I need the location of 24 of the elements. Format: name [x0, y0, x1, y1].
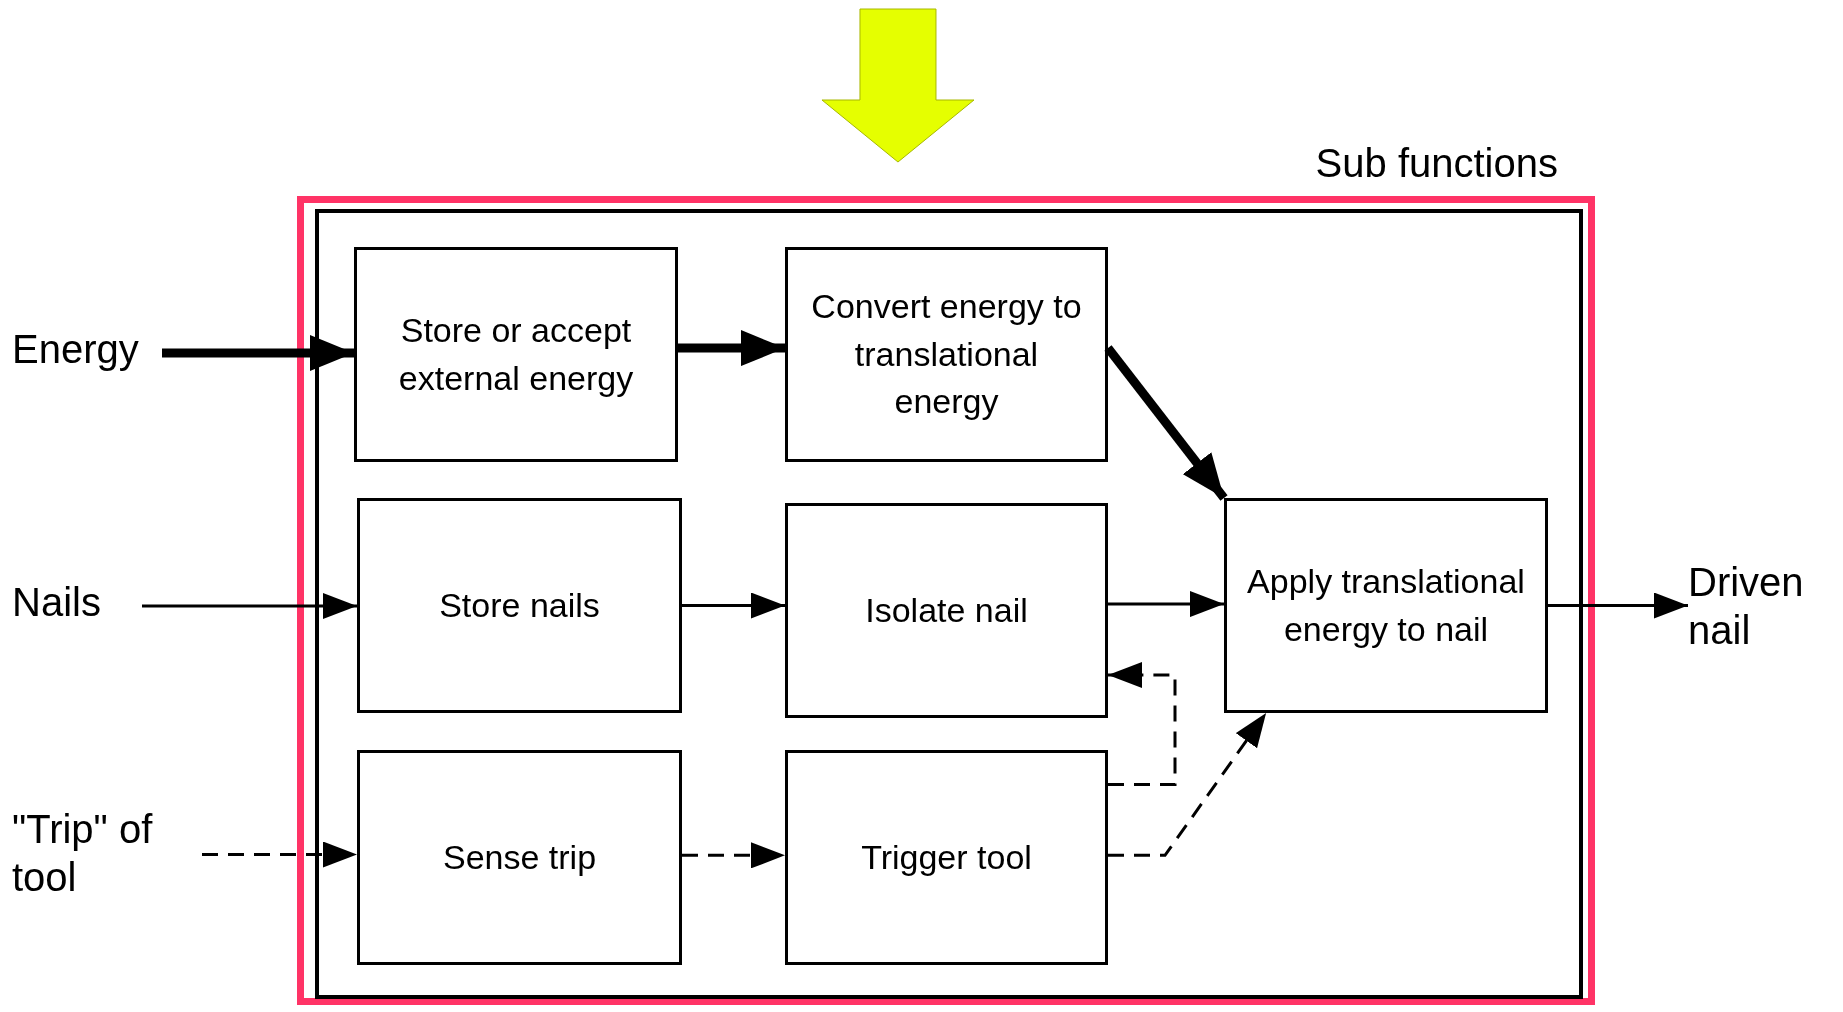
function-box: Sense trip — [357, 750, 682, 965]
thick-arrow — [162, 335, 354, 371]
arrow — [682, 592, 785, 619]
arrow — [142, 593, 357, 619]
function-box: Store or accept external energy — [354, 247, 678, 462]
input-label: "Trip" of tool — [12, 805, 202, 915]
block-arrow — [821, 8, 975, 163]
input-label: Nails — [12, 578, 142, 634]
function-box: Convert energy to translational energy — [785, 247, 1108, 462]
function-box: Trigger tool — [785, 750, 1108, 965]
output-label: Driven nail — [1688, 558, 1838, 668]
dashed-arrow — [202, 841, 357, 868]
dashed-arrow — [682, 842, 785, 869]
arrow — [1548, 592, 1688, 619]
arrow — [1108, 591, 1224, 618]
thick-arrow — [1104, 345, 1228, 501]
function-box: Store nails — [357, 498, 682, 713]
function-box: Isolate nail — [785, 503, 1108, 718]
group-title: Sub functions — [1315, 141, 1558, 186]
dashed-arrow — [1108, 662, 1177, 786]
dashed-arrow — [1108, 712, 1268, 857]
function-box: Apply translational energy to nail — [1224, 498, 1548, 713]
thick-arrow — [678, 330, 785, 367]
input-label: Energy — [12, 325, 162, 381]
